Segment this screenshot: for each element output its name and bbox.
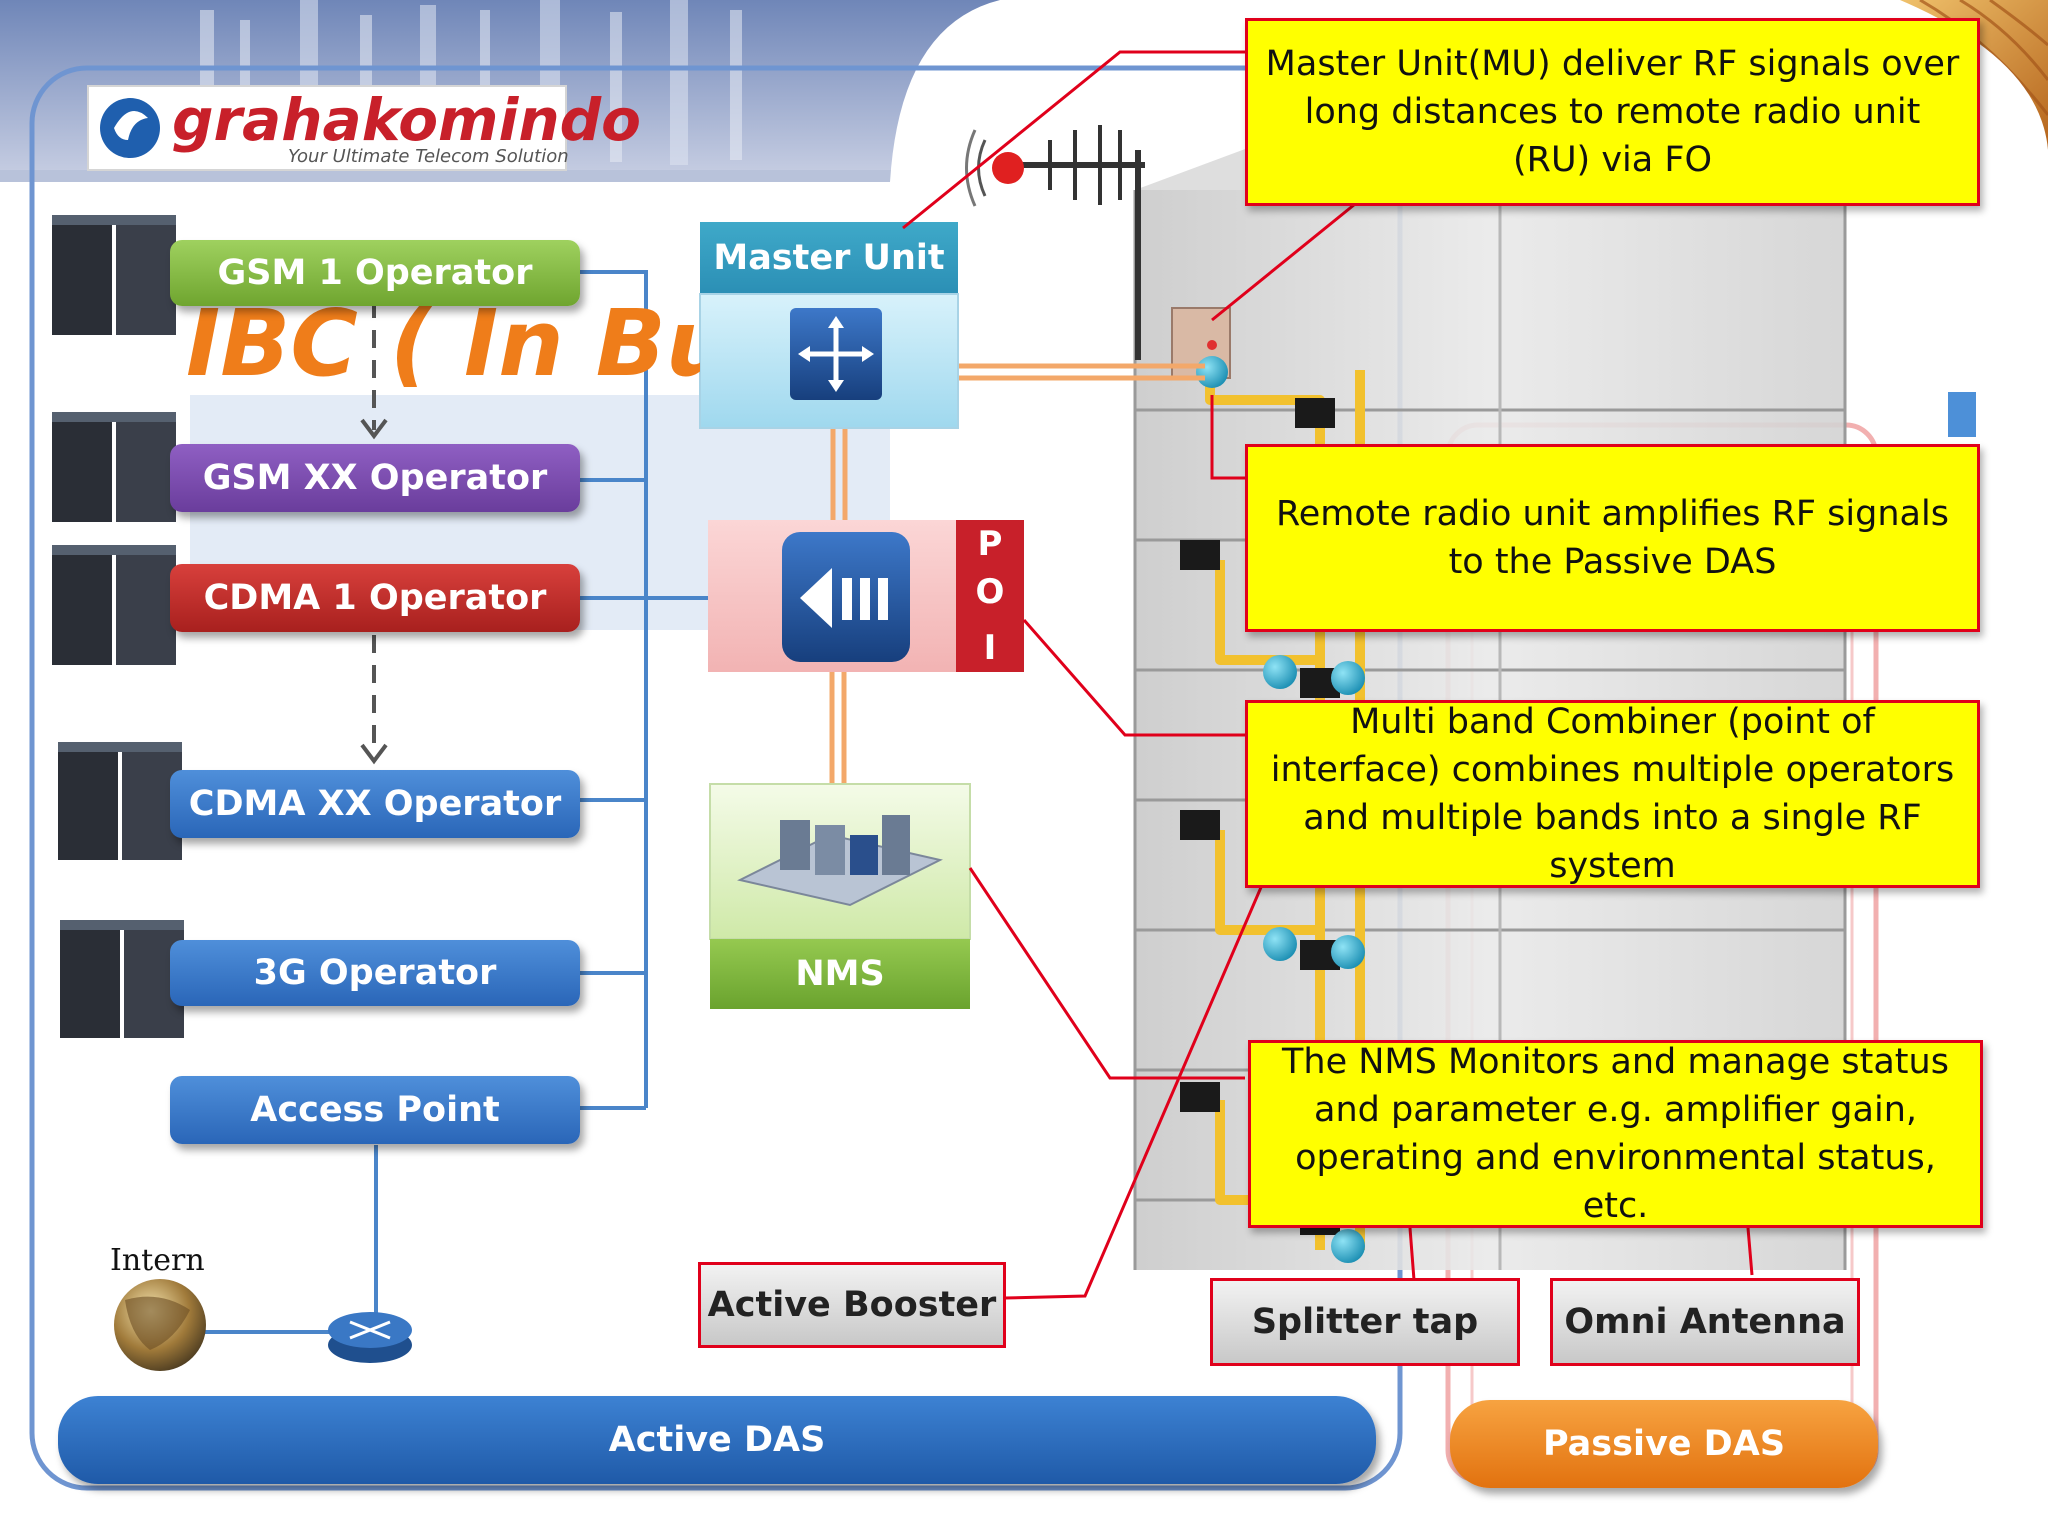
label-active-booster: Active Booster (698, 1262, 1006, 1348)
operator-gsm-1[interactable]: GSM 1 Operator (170, 240, 580, 306)
master-unit-label: Master Unit (713, 238, 945, 278)
operator-3g[interactable]: 3G Operator (170, 940, 580, 1006)
server-rack-icons (52, 215, 184, 1038)
router-device-icon (328, 1312, 412, 1363)
router-icon (790, 308, 882, 400)
sunburst-decoration (1880, 0, 2048, 150)
internet-label: Intern (110, 1242, 205, 1278)
combiner-icon (782, 532, 910, 662)
poi-letter-p: P (977, 524, 1003, 564)
access-point[interactable]: Access Point (170, 1076, 580, 1144)
callout-remote-radio-unit: Remote radio unit amplifies RF signals t… (1245, 444, 1980, 632)
master-unit-panel (699, 222, 959, 429)
poi-letter-o: O (975, 572, 1005, 612)
operator-cdma-1[interactable]: CDMA 1 Operator (170, 564, 580, 632)
label-splitter-tap: Splitter tap (1210, 1278, 1520, 1366)
callout-master-unit: Master Unit(MU) deliver RF signals over … (1245, 18, 1980, 206)
company-logo: grahakomindo Your Ultimate Telecom Solut… (87, 85, 641, 171)
server-icon (737, 815, 943, 907)
active-das-bar: Active DAS (58, 1396, 1376, 1484)
banner-strip (0, 170, 1000, 182)
logo-brand: grahakomindo (172, 86, 641, 154)
poi-letter-i: I (983, 628, 997, 668)
callout-nms: The NMS Monitors and manage status and p… (1248, 1040, 1983, 1228)
blue-marker (1948, 392, 1976, 437)
callout-combiner: Multi band Combiner (point of interface)… (1245, 700, 1980, 888)
logo-tagline: Your Ultimate Telecom Solution (288, 146, 569, 167)
label-omni-antenna: Omni Antenna (1550, 1278, 1860, 1366)
omni-antenna-icons (1196, 356, 1365, 1263)
roof-antenna-icon (965, 125, 1145, 360)
nms-panel (709, 783, 971, 1009)
nms-label: NMS (795, 954, 885, 994)
passive-das-bar: Passive DAS (1450, 1400, 1878, 1488)
poi-panel (708, 520, 1024, 672)
callout-leaders (902, 50, 1754, 1300)
globe-icon (114, 1279, 206, 1371)
operator-gsm-xx[interactable]: GSM XX Operator (170, 444, 580, 512)
page-title: IBC ( In Build (186, 290, 700, 397)
operator-cdma-xx[interactable]: CDMA XX Operator (170, 770, 580, 838)
